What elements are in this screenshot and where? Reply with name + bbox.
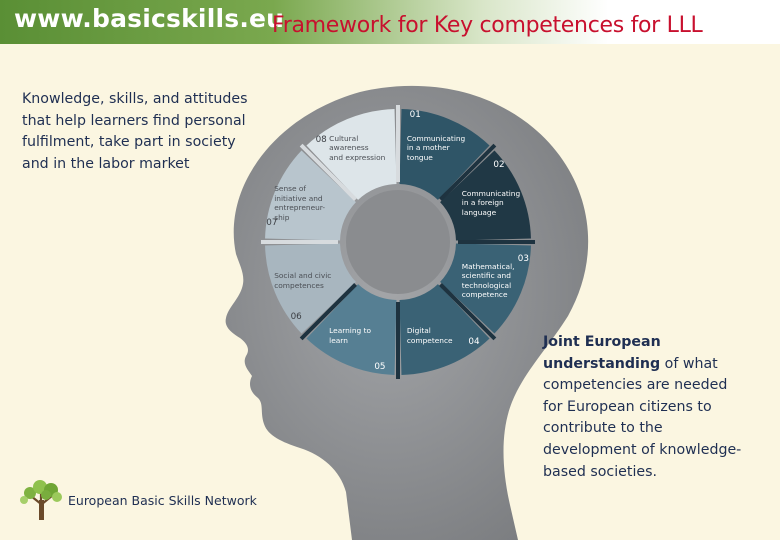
competence-number-05: 05 (374, 361, 386, 372)
wheel-segments (265, 109, 531, 375)
competence-label-line: language (461, 207, 497, 217)
competence-number-03: 03 (517, 253, 529, 264)
competence-label-line: entrepreneur- (274, 203, 326, 213)
competence-segment-01 (399, 109, 490, 200)
competence-label-line: competence (406, 335, 453, 345)
divider-bar-01 (439, 143, 497, 201)
competence-label-line: learn (329, 335, 348, 345)
competence-label-line: in a foreign (461, 198, 504, 208)
right-description-rest: of what competencies are needed for Euro… (543, 355, 742, 480)
competence-label-line: Learning to (329, 326, 372, 336)
competence-label-line: Digital (406, 326, 431, 336)
competence-label-line: Mathematical, (461, 261, 515, 271)
competence-label-line: Communicating (406, 133, 466, 143)
number-bars (261, 105, 535, 379)
divider-bar-03 (439, 283, 497, 341)
competence-segment-04 (399, 284, 490, 375)
competence-label-line: competence (461, 290, 508, 300)
header-bar: www.basicskills.eu Framework for Key com… (0, 0, 780, 44)
competence-segment-03 (440, 243, 531, 334)
competence-label-line: ship (274, 212, 290, 222)
competence-label-line: scientific and (461, 271, 511, 281)
competence-label-line: Social and civic (274, 271, 332, 281)
competence-segment-02 (440, 150, 531, 241)
competence-label-line: awareness (329, 143, 369, 153)
site-url[interactable]: www.basicskills.eu (14, 4, 285, 33)
right-description: Joint European understanding of what com… (543, 332, 743, 483)
right-description-emphasis: Joint European understanding (543, 334, 661, 372)
competence-number-08: 08 (315, 134, 327, 145)
competence-label-line: and expression (329, 153, 386, 162)
left-description: Knowledge, skills, and attitudes that he… (22, 91, 248, 172)
competence-label-line: competences (274, 280, 324, 290)
competence-label-line: tongue (406, 153, 433, 162)
competence-number-07: 07 (266, 218, 278, 229)
competence-label-line: technological (461, 280, 512, 290)
competence-label-line: in a mother (406, 143, 450, 153)
tree-icon (20, 480, 62, 520)
divider-bar-05 (299, 283, 357, 341)
competence-segment-07 (265, 150, 356, 241)
competence-number-01: 01 (409, 110, 421, 121)
competence-label-line: Sense of (274, 183, 307, 193)
competence-number-06: 06 (290, 312, 302, 323)
slide-title: Framework for Key competences for LLL (272, 13, 703, 38)
wheel-center (346, 190, 450, 294)
competence-segment-05 (306, 284, 397, 375)
competence-number-02: 02 (493, 159, 505, 170)
competence-label-line: initiative and (274, 193, 323, 203)
competence-segment-08 (306, 109, 397, 200)
organization-name: European Basic Skills Network (68, 493, 257, 508)
competence-segment-06 (265, 243, 356, 334)
competence-label-line: Cultural (329, 133, 359, 143)
competence-number-04: 04 (468, 337, 480, 348)
competence-label-line: Communicating (461, 188, 521, 198)
divider-bar-07 (299, 143, 357, 201)
